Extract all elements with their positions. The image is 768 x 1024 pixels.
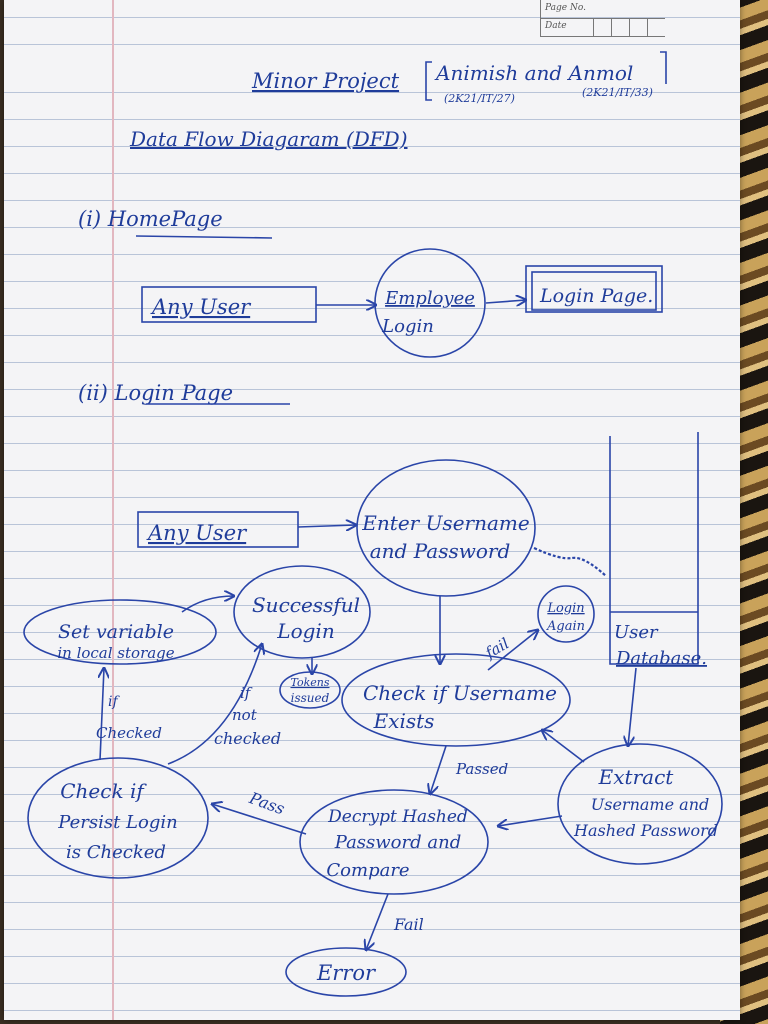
any-user-entity-2 <box>137 511 299 548</box>
arrow-persist-to-setvar <box>100 668 104 761</box>
arrow-database-to-extract <box>628 667 637 746</box>
fail-bottom-label: Fail <box>393 915 424 934</box>
employee-login-line1: Employee <box>384 288 475 309</box>
decrypt-line2: Password and <box>334 832 461 853</box>
login-page-label: Login Page. <box>539 285 653 307</box>
notebook-page: Page No. Date <box>4 0 740 1020</box>
set-variable-process <box>23 599 217 665</box>
arrow-decrypt-to-persist <box>212 804 307 835</box>
section2-label: (ii) Login Page <box>78 381 233 405</box>
decrypt-line3: Compare <box>326 860 409 881</box>
extract-line3: Hashed Password <box>573 821 718 840</box>
if-not-line3: checked <box>214 729 281 748</box>
arrow-check-to-decrypt <box>430 745 447 794</box>
enter-credentials-process <box>356 459 536 597</box>
employee-login-line2: Login <box>381 316 434 337</box>
page-number-box: Page No. Date <box>540 0 665 37</box>
error-terminal <box>285 947 407 997</box>
persist-line2: Persist Login <box>57 812 177 833</box>
passed-label: Passed <box>455 760 508 778</box>
set-var-line1: Set variable <box>58 621 174 643</box>
login-again-line2: Again <box>546 619 585 634</box>
error-label: Error <box>316 961 377 985</box>
arrow-setvar-to-successful <box>181 596 234 613</box>
extract-line2: Username and <box>591 795 709 814</box>
if-not-line1: if <box>240 684 253 702</box>
decrypt-line1: Decrypt Hashed <box>327 807 468 827</box>
section1-label: (i) HomePage <box>78 207 223 231</box>
tokens-line1: Tokens <box>290 676 329 689</box>
extract-process <box>557 743 723 865</box>
if-checked-line2: Checked <box>96 724 162 742</box>
set-var-line2: in local storage <box>57 644 174 662</box>
persist-line1: Check if <box>60 779 147 803</box>
user-db-line2: Database. <box>615 648 707 669</box>
decrypt-compare-process <box>299 789 489 895</box>
authors-bracket-left <box>425 61 432 101</box>
login-again-line1: Login <box>546 601 584 616</box>
check-username-process <box>341 653 571 747</box>
check-user-line1: Check if Username <box>363 681 557 705</box>
tokens-line2: issued <box>291 691 330 705</box>
login-page-entity <box>525 265 663 313</box>
if-not-line2: not <box>232 706 258 724</box>
successful-line2: Login <box>276 619 334 643</box>
section1-underline <box>135 235 273 239</box>
user-db-line1: User <box>614 622 659 643</box>
any-user-label-2: Any User <box>146 521 248 545</box>
login-again-process <box>537 585 595 643</box>
author2-id: (2K21/IT/33) <box>582 86 653 99</box>
enter-line2: and Password <box>370 539 511 563</box>
arrow-check-to-login-again <box>487 630 538 671</box>
enter-to-database-link <box>533 547 607 577</box>
authors-names: Animish and Anmol <box>434 61 633 85</box>
arrow-extract-to-decrypt <box>498 815 563 826</box>
user-database-store <box>609 432 699 665</box>
page-no-label: Page No. <box>545 3 586 13</box>
any-user-label-1: Any User <box>150 295 252 319</box>
employee-login-process <box>374 248 486 358</box>
dfd-heading: Data Flow Diagaram (DFD) <box>129 127 408 151</box>
login-page-entity-inner <box>531 271 657 311</box>
arrow-user-to-enter <box>297 525 356 527</box>
successful-line1: Successful <box>252 593 360 617</box>
if-checked-line1: if <box>108 694 120 710</box>
pass-label: Pass <box>246 788 287 819</box>
tokens-issued-bubble <box>279 671 341 709</box>
persist-line3: is Checked <box>66 842 166 863</box>
enter-line1: Enter Username <box>361 511 529 535</box>
authors-bracket-right <box>660 51 667 84</box>
arrow-decrypt-to-error <box>366 893 389 950</box>
project-title: Minor Project <box>251 69 400 93</box>
check-user-line2: Exists <box>373 709 435 733</box>
persist-login-check-process <box>27 757 209 879</box>
author1-id: (2K21/IT/27) <box>444 92 515 105</box>
date-label: Date <box>545 21 567 31</box>
extract-line1: Extract <box>598 765 675 789</box>
successful-login-process <box>233 565 371 659</box>
arrow-persist-to-successful <box>167 644 262 765</box>
arrow-extract-to-check <box>542 730 585 763</box>
arrow-employee-to-loginpage <box>485 300 526 303</box>
